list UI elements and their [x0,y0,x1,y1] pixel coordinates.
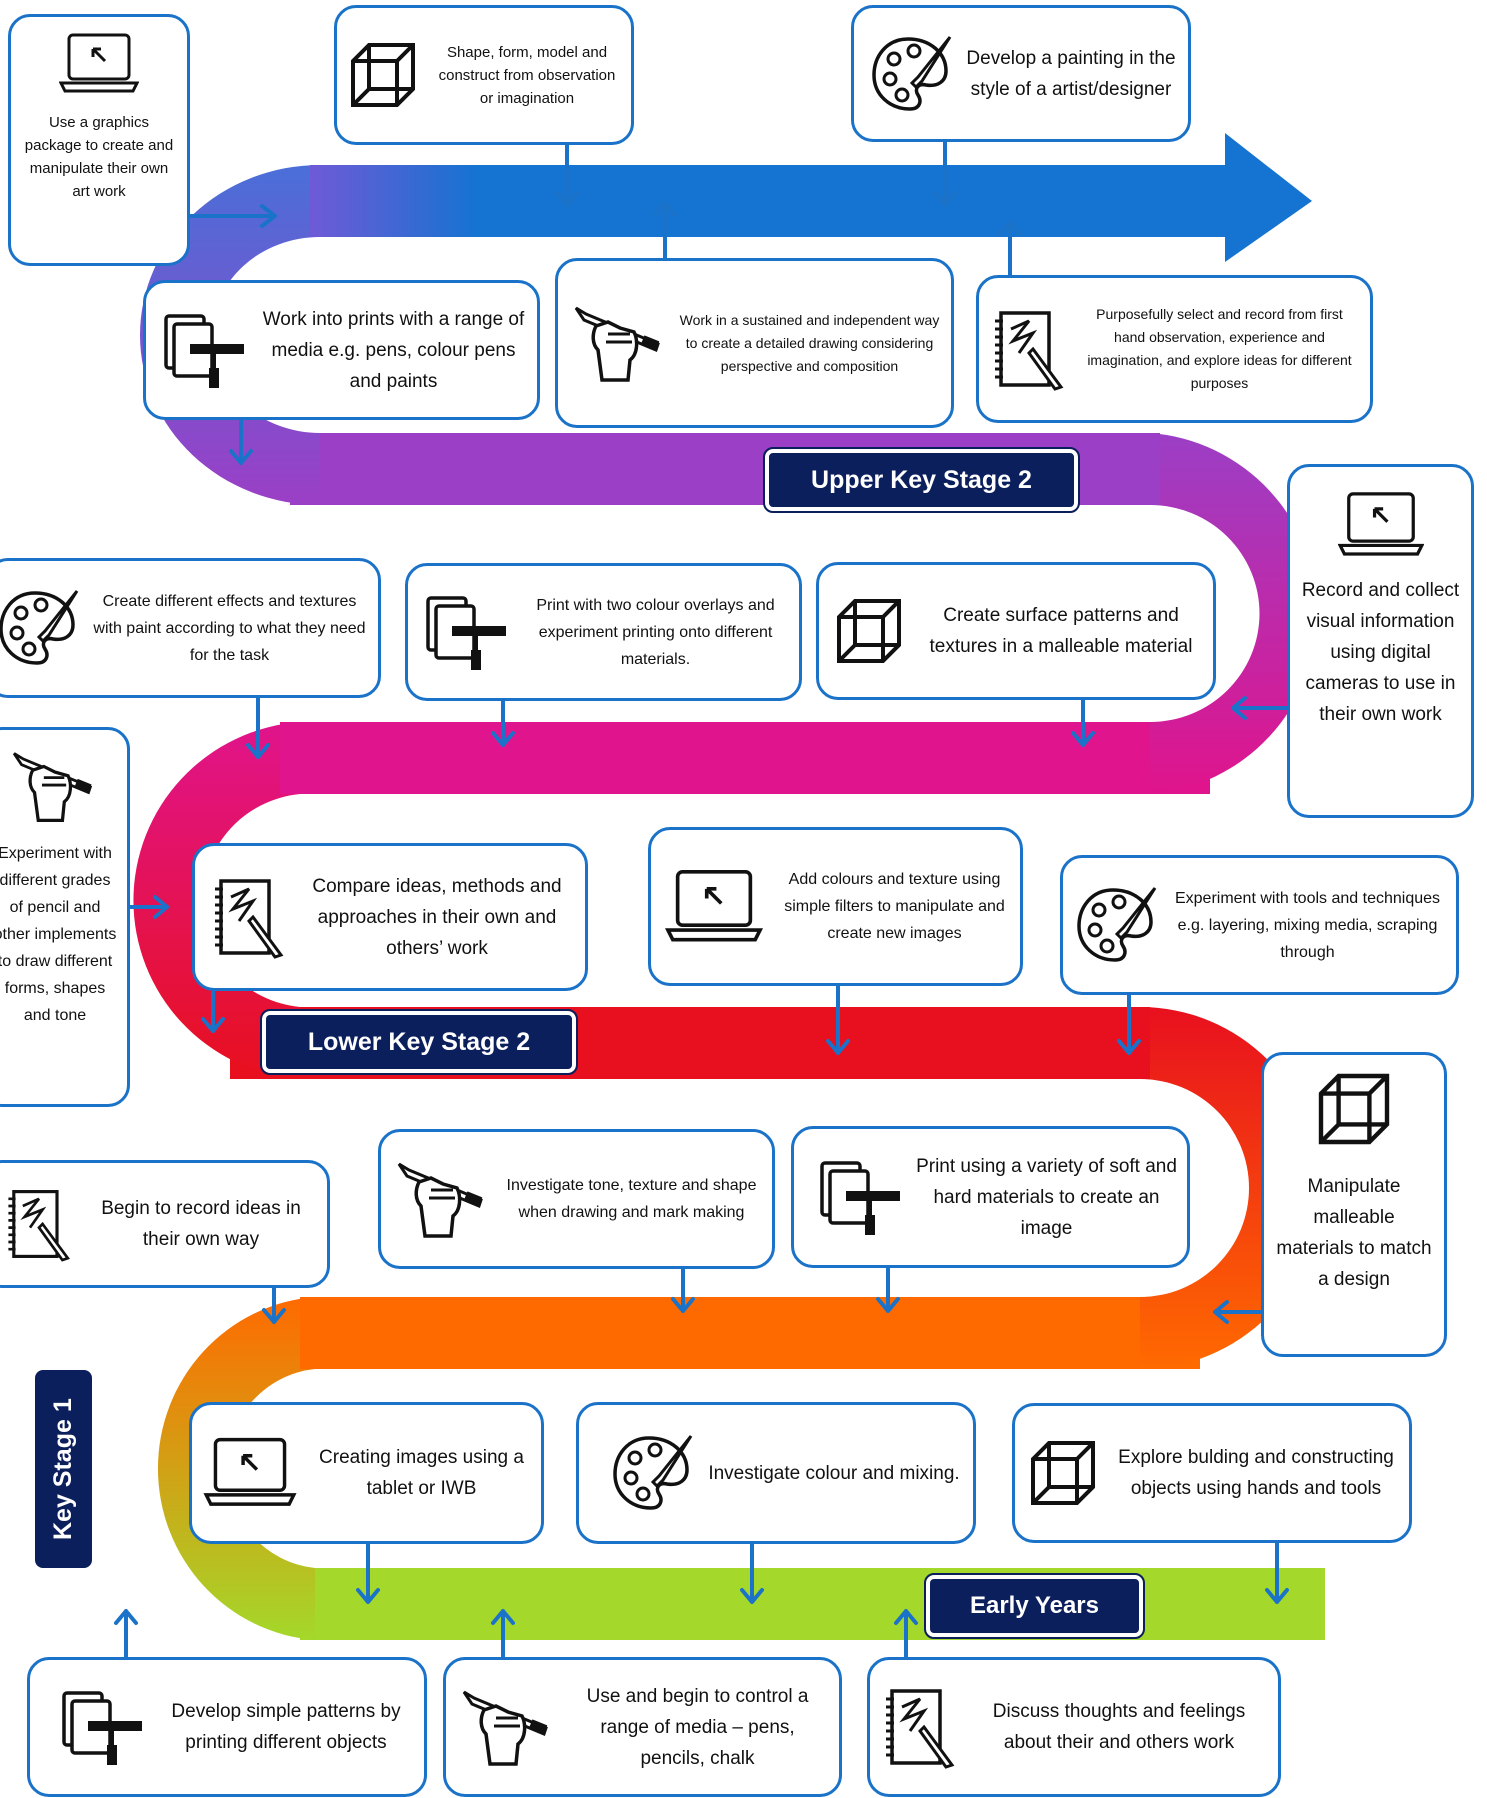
card-text: Shape, form, model and construct from ob… [438,43,616,107]
card-text: Investigate colour and mixing. [708,1462,960,1484]
card-work-into-prints: Work into prints with a range of media e… [143,280,540,420]
stage-label-lower-ks2: Lower Key Stage 2 [260,1009,578,1075]
palette-icon [868,31,954,117]
card-surface-patterns: Create surface patterns and textures in … [816,562,1216,700]
card-pencil-grades: Experiment with different grades of penc… [0,727,130,1107]
laptop-icon [198,1435,302,1511]
card-text: Work into prints with a range of media e… [262,308,525,392]
card-explore-building: Explore bulding and constructing objects… [1012,1403,1412,1543]
card-record-collect: Record and collect visual information us… [1287,464,1474,818]
stage-label-key-stage-1: Key Stage 1 [35,1370,92,1568]
card-text: Work in a sustained and independent way … [679,311,940,374]
card-simple-patterns: Develop simple patterns by printing diff… [27,1657,427,1797]
card-compare-ideas: Compare ideas, methods and approaches in… [192,843,588,991]
card-text: Explore bulding and constructing objects… [1118,1447,1394,1499]
palette-icon [609,1430,695,1516]
print-roller-icon [816,1157,906,1237]
card-record-ideas: Begin to record ideas in their own way [0,1160,330,1288]
sketchbook-icon [209,875,289,959]
sketchbook-icon [3,1184,75,1264]
hand-pencil-icon [460,1684,556,1770]
card-shape-form: Shape, form, model and construct from ob… [334,5,634,145]
card-text: Add colours and texture using simple fil… [784,871,1005,942]
card-manipulate-malleable: Manipulate malleable materials to match … [1261,1052,1447,1357]
sketchbook-icon [880,1685,960,1769]
print-roller-icon [58,1687,148,1767]
card-text: Use and begin to control a range of medi… [586,1685,809,1769]
cube-icon [1023,1433,1103,1513]
hand-pencil-icon [572,300,668,386]
card-tone-texture: Investigate tone, texture and shape when… [378,1129,775,1269]
hand-pencil-icon [7,746,103,826]
card-tools-techniques: Experiment with tools and techniques e.g… [1060,855,1459,995]
card-text: Begin to record ideas in their own way [101,1198,301,1250]
card-soft-hard-print: Print using a variety of soft and hard m… [791,1126,1190,1268]
card-colour-mixing: Investigate colour and mixing. [576,1402,976,1544]
card-develop-painting: Develop a painting in the style of a art… [851,5,1191,142]
card-text: Print with two colour overlays and exper… [536,596,775,668]
stage-label-upper-ks2: Upper Key Stage 2 [763,447,1080,513]
card-paint-effects: Create different effects and textures wi… [0,558,381,698]
laptop-icon [59,31,139,97]
print-roller-icon [160,310,250,390]
laptop-icon [659,867,769,947]
card-text: Manipulate malleable materials to match … [1276,1176,1432,1290]
card-text: Develop simple patterns by printing diff… [171,1701,401,1753]
card-text: Print using a variety of soft and hard m… [916,1155,1177,1239]
card-text: Investigate tone, texture and shape when… [506,1177,757,1221]
card-text: Experiment with different grades of penc… [0,845,117,1024]
palette-icon [0,585,81,671]
card-text: Create surface patterns and textures in … [929,605,1193,657]
stage-label-early-years: Early Years [924,1573,1145,1639]
card-sustained-drawing: Work in a sustained and independent way … [555,258,954,428]
card-text: Discuss thoughts and feelings about thei… [992,1701,1246,1753]
card-text: Creating images using a tablet or IWB [319,1447,524,1499]
cube-icon [829,591,909,671]
card-control-media: Use and begin to control a range of medi… [443,1657,842,1797]
card-colours-filters: Add colours and texture using simple fil… [648,827,1023,986]
hand-pencil-icon [395,1156,491,1242]
card-text: Purposefully select and record from firs… [1087,306,1352,391]
cube-icon [343,35,423,115]
cube-icon [1310,1065,1398,1153]
card-purposefully-select: Purposefully select and record from firs… [976,275,1373,423]
card-text: Experiment with tools and techniques e.g… [1174,889,1441,961]
card-graphics-package: Use a graphics package to create and man… [8,14,190,266]
card-discuss-thoughts: Discuss thoughts and feelings about thei… [867,1657,1281,1797]
card-text: Create different effects and textures wi… [93,592,366,664]
print-roller-icon [422,592,512,672]
card-tablet-images: Creating images using a tablet or IWB [189,1402,544,1544]
sketchbook-icon [989,307,1069,391]
card-two-colour-overlays: Print with two colour overlays and exper… [405,563,802,701]
card-text: Compare ideas, methods and approaches in… [312,875,562,959]
card-text: Develop a painting in the style of a art… [966,47,1176,100]
card-text: Use a graphics package to create and man… [24,114,174,200]
connector-arrows [114,140,1289,1659]
laptop-icon [1337,489,1424,561]
card-text: Record and collect visual information us… [1301,580,1460,725]
palette-icon [1073,882,1159,968]
